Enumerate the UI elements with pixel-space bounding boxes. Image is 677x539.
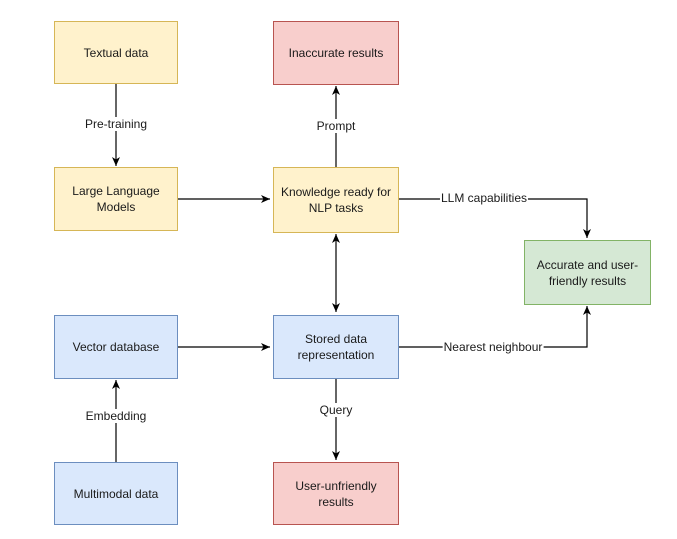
edge-label-llm-capabilities: LLM capabilities bbox=[439, 191, 529, 205]
edge-label-query: Query bbox=[318, 403, 354, 417]
node-vector-database: Vector database bbox=[54, 315, 178, 379]
edge-label-nearest-neighbour: Nearest neighbour bbox=[442, 340, 544, 354]
node-multimodal-data: Multimodal data bbox=[54, 462, 178, 525]
node-large-language-models: Large Language Models bbox=[54, 167, 178, 231]
node-inaccurate-results: Inaccurate results bbox=[273, 21, 399, 85]
node-knowledge-ready: Knowledge ready for NLP tasks bbox=[273, 167, 399, 233]
node-accurate-results: Accurate and user-friendly results bbox=[524, 240, 651, 305]
edge-label-prompt: Prompt bbox=[315, 119, 357, 133]
node-textual-data: Textual data bbox=[54, 21, 178, 84]
edge-label-pretraining: Pre-training bbox=[83, 117, 149, 131]
edge-label-embedding: Embedding bbox=[84, 409, 148, 423]
node-user-unfriendly-results: User-unfriendly results bbox=[273, 462, 399, 525]
node-stored-data-representation: Stored data representation bbox=[273, 315, 399, 379]
